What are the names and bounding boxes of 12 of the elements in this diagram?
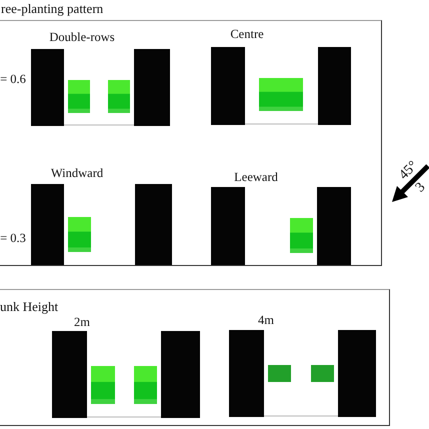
- wind-speed-label: 3: [414, 180, 428, 196]
- scenario-label: Leeward: [234, 171, 278, 184]
- scenario-label: Centre: [230, 28, 264, 40]
- wind-angle-label: 45°: [397, 159, 421, 183]
- scenario-label: 2m: [74, 316, 90, 328]
- scenario-label: Double-rows: [49, 31, 115, 44]
- scenario-label: Windward: [50, 167, 104, 180]
- parameter-label: = 0.3: [0, 232, 26, 244]
- scenario-label: 4m: [258, 314, 274, 326]
- panel-title: unk Height: [0, 300, 58, 313]
- panel-title: ree-planting pattern: [1, 2, 104, 15]
- parameter-label: = 0.6: [0, 73, 26, 86]
